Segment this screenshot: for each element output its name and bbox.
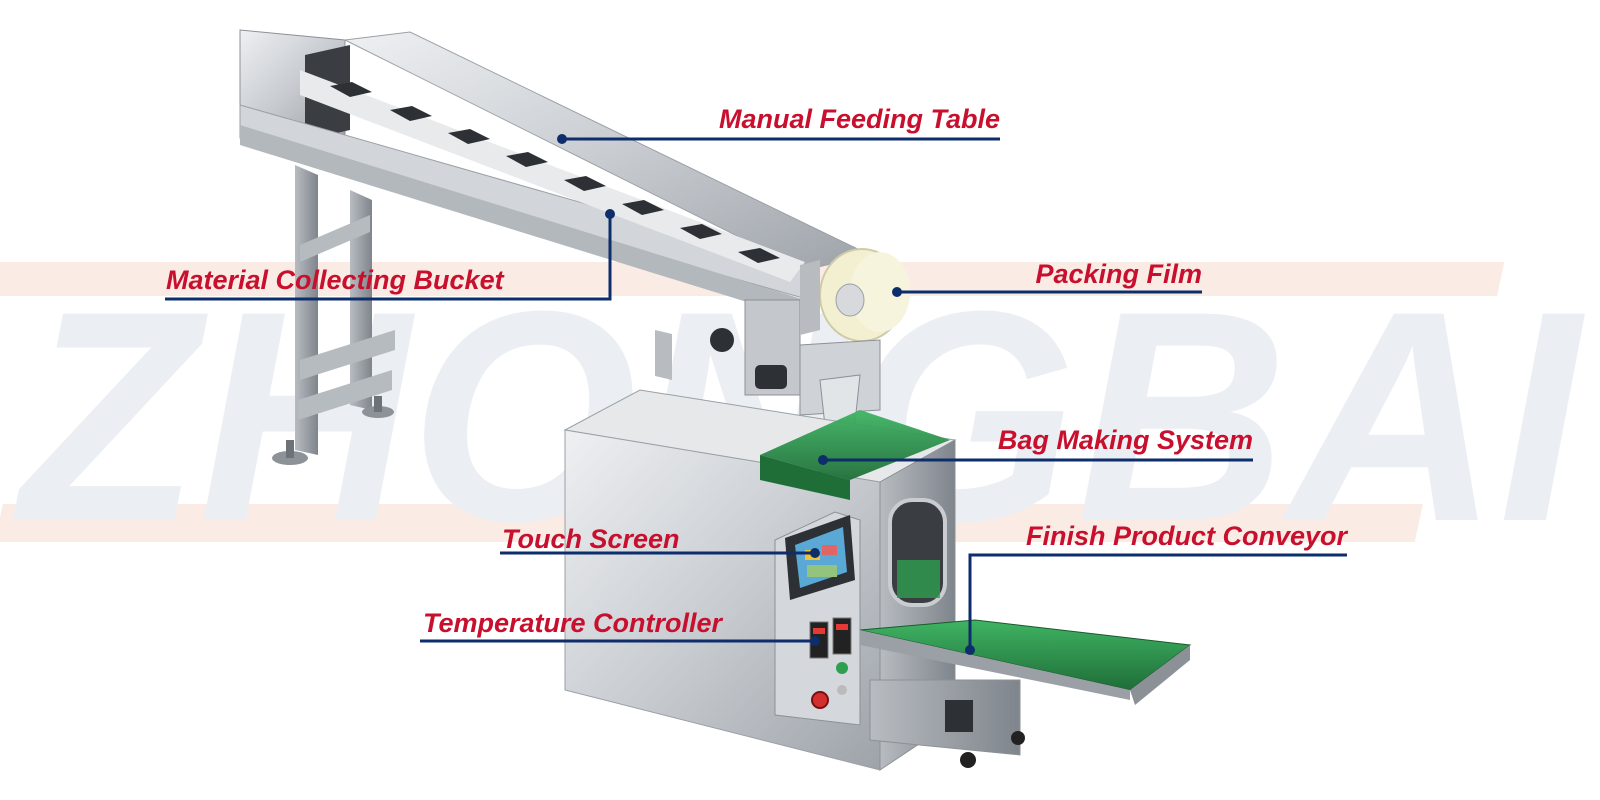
label-bag-making-system: Bag Making System [997,425,1253,455]
machine-illustration [239,29,1192,771]
leader-dots [557,134,975,655]
manual-feeding-table-body [239,31,872,320]
label-temperature-controller: Temperature Controller [423,608,723,638]
leader-material-collecting-bucket [165,214,612,301]
dot-bag-making-system [818,455,828,465]
control-panel [774,511,861,726]
dot-manual-feeding-table [557,134,567,144]
dot-temperature-controller [810,636,820,646]
label-finish-product-conveyor: Finish Product Conveyor [1025,521,1347,551]
label-manual-feeding-table: Manual Feeding Table [718,104,1000,134]
label-touch-screen: Touch Screen [502,524,680,554]
leader-finish-product-conveyor [968,553,1347,650]
dot-finish-product-conveyor [965,645,975,655]
dot-touch-screen [810,548,820,558]
leader-lines [165,137,1347,650]
label-packing-film: Packing Film [1035,259,1202,289]
dot-packing-film [892,287,902,297]
rear-support-frame [272,165,395,465]
packing-film-roll [800,248,910,342]
finish-product-conveyor-body [859,619,1192,768]
dot-material-collecting-bucket [605,209,615,219]
label-material-collecting-bucket: Material Collecting Bucket [166,265,504,295]
